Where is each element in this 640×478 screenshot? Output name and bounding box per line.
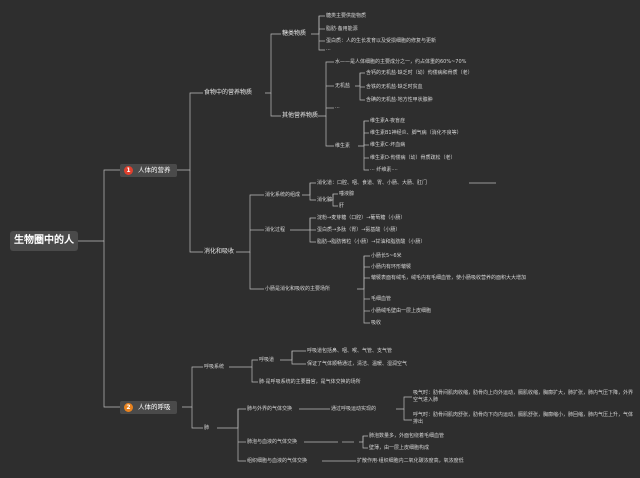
node-alveoli-exchange[interactable]: 肺泡与血液的气体交换 [247,439,298,445]
node-vitamin-item[interactable]: ··· 纤维素···· [370,167,398,173]
node-tissue-exchange[interactable]: 组织细胞与血液的气体交换 [247,458,308,464]
connector [270,93,281,117]
connector [309,218,316,243]
node-digest-tract[interactable]: 消化道：口腔、咽、食道、胃、小肠、大肠、肛门 [317,180,428,186]
node-intestine-item[interactable]: 皱襞表面有绒毛，绒毛内有毛细血管，使小肠吸收营养的面积大大增加 [371,275,527,281]
node-sugar-item[interactable]: 蛋白质：人的生长发育以及受损细胞的修复与更新 [326,38,437,44]
connector [189,170,203,253]
main-node-breathing[interactable]: 2 人体的呼吸 [120,401,177,414]
connector [357,255,370,290]
connector [311,15,325,35]
number-2-icon: 2 [124,403,133,412]
connector [182,366,203,408]
node-intestine-item[interactable]: 毛细血管 [371,296,392,302]
node-exchange-principle[interactable]: 通过呼吸运动实现的 [331,406,377,412]
connector [103,241,120,408]
connector [396,396,412,410]
node-vitamin-item[interactable]: 维生素C·坏血病 [370,142,406,148]
node-intestine-item[interactable]: 小肠内有环形皱襞 [371,264,412,270]
node-inorganic-item[interactable]: 含钙的无机盐·缺乏时（幼）佝偻病和骨质（老） [366,70,473,76]
node-lung-group[interactable]: 肺 [204,425,210,431]
node-sugar-item[interactable]: 糖类主要供能物质 [326,13,367,19]
connector [363,121,369,171]
node-digest-glands-group[interactable]: 消化腺 [317,197,333,203]
node-digest-system[interactable]: 消化系统的组成 [265,192,301,198]
connector [237,409,246,462]
node-small-intestine[interactable]: 小肠是消化和吸收的主要场所 [265,286,331,292]
main-node-label: 人体的营养 [138,166,171,174]
number-1-icon: 1 [124,166,133,175]
connector [359,435,368,443]
node-vitamin-group[interactable]: 维生素 [335,143,351,149]
connector [309,183,316,201]
node-intestine-item[interactable]: 小肠长5~6米 [371,253,402,259]
connector [280,350,306,361]
connector [302,182,316,196]
node-other-group[interactable]: 其他营养物质 [282,112,319,119]
node-vitamin-item[interactable]: 维生素A·夜盲症 [370,118,406,124]
connector [325,116,334,147]
connector [362,436,368,449]
node-sugar-group[interactable]: 糖类物质 [282,30,307,37]
node-exhale[interactable]: 呼气时：肋骨间肌肉舒张，肋骨向下向内运动，膈肌舒张，胸廓缩小，肺回缩，肺内气压上… [413,412,634,425]
connector [229,359,258,368]
node-alveoli-item[interactable]: 壁薄，由一层上皮细胞构成 [369,445,430,451]
connector [318,61,334,117]
node-water[interactable]: 水——是人体细胞的主要成分之一，约占体重的60%~70% [335,59,467,65]
connector [290,217,316,231]
node-inorganic-item[interactable]: 含碘的无机盐·地方性甲状腺肿 [366,97,433,103]
node-airway-item[interactable]: 呼吸道包括鼻、咽、喉、气管、支气管 [307,348,393,354]
node-digestion[interactable]: 消化和吸收 [204,248,235,255]
node-other-dots[interactable]: ··· [335,105,340,111]
connector [191,407,203,429]
node-lungs[interactable]: 肺·是呼吸系统的主要器官，是气体交换的场所 [259,379,361,385]
node-tissue-desc[interactable]: 扩散作用·组织细胞内二氧化碳浓度高，氧浓度低 [357,458,464,464]
connector [291,351,306,365]
main-node-nutrition[interactable]: 1 人体的营养 [120,164,177,177]
connector [363,256,370,324]
connector [217,408,246,429]
node-airway[interactable]: 呼吸道 [259,357,275,363]
connector [359,73,365,101]
connector [78,169,120,242]
connector [318,16,325,51]
node-digest-process[interactable]: 消化过程 [265,227,286,233]
connector [265,33,281,94]
node-inorganic-group[interactable]: 无机盐 [335,83,351,89]
node-respiratory-system[interactable]: 呼吸系统 [204,364,225,370]
node-lung-exchange[interactable]: 肺与外界的气体交换 [247,406,293,412]
main-node-label: 人体的呼吸 [138,403,171,411]
connector [177,92,203,171]
node-intestine-item[interactable]: 小肠绒毛壁由一层上皮细胞 [371,308,432,314]
connector [236,194,264,253]
node-digest-gland[interactable]: 肝 [339,203,345,209]
root-node[interactable]: 生物圈中的人 [10,231,78,251]
node-digest-step[interactable]: 淀粉→麦芽糖（口腔）→葡萄糖（小肠） [317,215,406,221]
node-alveoli-item[interactable]: 肺泡数量多，外面包绕着毛细血管 [369,433,445,439]
connector [251,367,258,383]
node-airway-item[interactable]: 保证了气体顺畅通过，清洁、温暖、湿润空气 [307,361,408,367]
node-vitamin-item[interactable]: 维生素D·佝偻病（幼）骨质疏松（老） [370,155,456,161]
node-vitamin-item[interactable]: 维生素B1神经炎、脚气病（消化不良等） [370,130,462,136]
node-sugar-item[interactable]: ··· [326,47,331,53]
node-inorganic-item[interactable]: 含铁的无机盐·缺乏时贫血 [366,84,423,90]
node-digest-step[interactable]: 脂肪→脂肪微粒（小肠）→甘油和脂肪酸（小肠） [317,239,426,245]
connector [403,409,412,421]
node-inhale[interactable]: 吸气时：肋骨间肌肉收缩，肋骨向上向外运动，膈肌收缩，胸廓扩大，肺扩张，肺内气压下… [413,390,634,403]
node-nutrients[interactable]: 食物中的营养物质 [204,89,253,96]
node-intestine-item[interactable]: 吸收 [371,320,382,326]
node-digest-step[interactable]: 蛋白质→多肽（胃）→氨基酸（小肠） [317,227,401,233]
connector [332,194,338,207]
node-digest-gland[interactable]: 唾液腺 [339,191,355,197]
connector [249,252,264,290]
node-sugar-item[interactable]: 脂肪·备用能源 [326,26,358,32]
connector [358,120,369,147]
